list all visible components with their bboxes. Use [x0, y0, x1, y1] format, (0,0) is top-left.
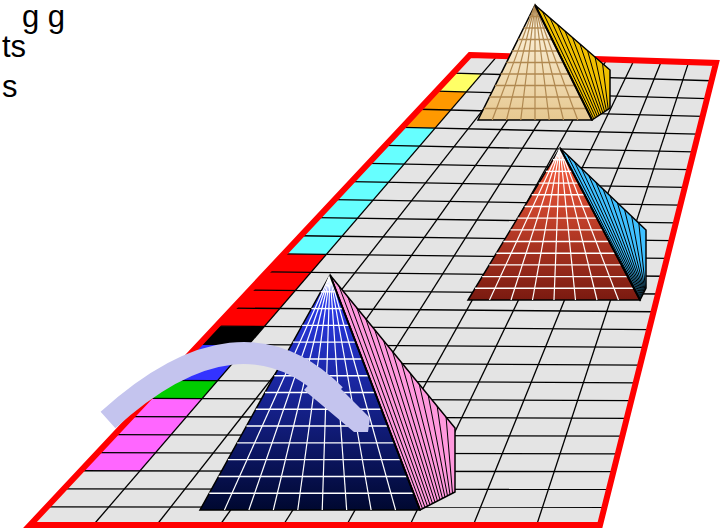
side-stripe	[603, 64, 609, 110]
side-stripe	[419, 384, 445, 497]
front-stripe	[228, 459, 401, 460]
front-ray	[490, 148, 561, 300]
front-ray	[535, 5, 564, 120]
front-ray	[533, 148, 561, 300]
pyramid-front	[200, 275, 420, 510]
slide-text-fragment: ts	[2, 30, 26, 64]
grid-col-line	[93, 56, 497, 525]
plane-outline	[30, 55, 716, 525]
pyramid-edge	[560, 148, 640, 300]
side-stripe	[632, 216, 645, 290]
side-stripe	[639, 223, 646, 289]
grid-col-line	[157, 57, 525, 525]
grid-row-line	[335, 200, 681, 206]
grid-row-line	[385, 145, 693, 151]
curved-arrow	[108, 353, 370, 432]
grid-row-line	[352, 182, 685, 188]
slide-text-fragment: g g	[22, 0, 65, 34]
front-stripe	[256, 409, 382, 410]
front-ray	[534, 5, 535, 120]
pyramid	[478, 5, 610, 120]
front-ray	[554, 148, 560, 300]
grid-row-line	[233, 308, 653, 312]
front-stripe	[293, 341, 356, 342]
front-ray	[560, 148, 597, 300]
front-stripe	[219, 476, 408, 477]
side-stripe	[410, 373, 442, 498]
pyramid	[200, 275, 455, 510]
side-stripe	[437, 406, 450, 494]
front-ray	[560, 148, 576, 300]
front-stripe	[237, 442, 394, 443]
grid-row-line	[368, 163, 689, 169]
front-ray	[535, 5, 549, 120]
arrow-head	[304, 370, 370, 432]
front-ray	[507, 5, 536, 120]
front-stripe	[209, 493, 413, 494]
pyramid-front	[468, 148, 640, 300]
pyramid-front	[478, 5, 592, 120]
front-ray	[492, 5, 535, 120]
grid-plane	[30, 55, 716, 525]
pyramid-edge	[535, 5, 592, 120]
front-ray	[560, 148, 619, 300]
front-ray	[521, 5, 535, 120]
arrow-shaft	[108, 353, 335, 420]
slide-text-fragment: s	[2, 70, 18, 104]
grid-row-line	[216, 326, 649, 329]
plane-fill	[30, 55, 716, 525]
front-ray	[535, 5, 578, 120]
side-stripe	[446, 417, 452, 493]
pyramid	[468, 148, 646, 300]
front-ray	[511, 148, 560, 300]
front-stripe	[311, 308, 342, 309]
front-stripe	[302, 325, 349, 326]
grid-row-line	[402, 127, 698, 134]
